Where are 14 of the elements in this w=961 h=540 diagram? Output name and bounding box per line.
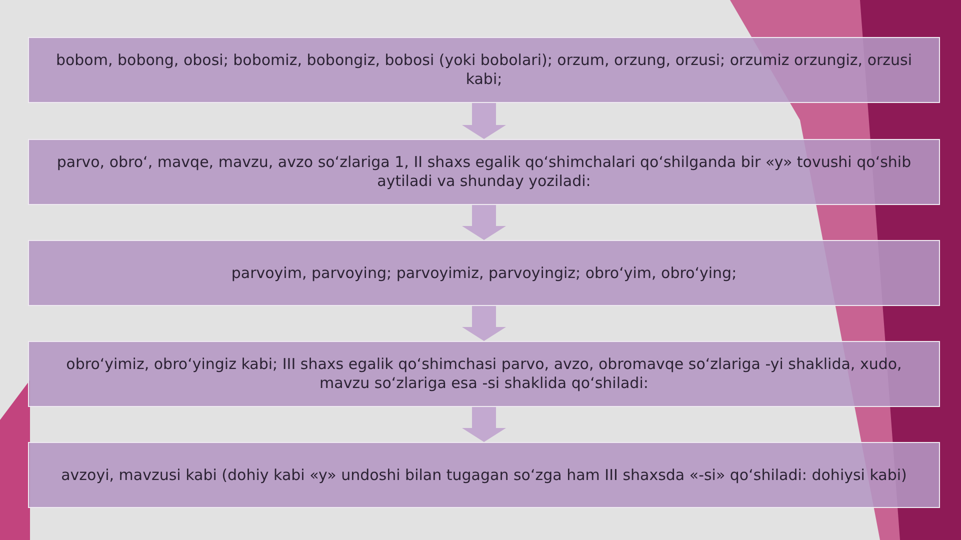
text-box (28, 341, 940, 407)
arrow (462, 205, 506, 240)
arrow (462, 103, 506, 139)
text-box (28, 442, 940, 508)
arrow (462, 407, 506, 442)
box-text: avzoyi, mavzusi kabi (dohiy kabi «y» undoshi bilan tugagan so‘zga ham III shaxsda «-si» qo‘shiladi: dohiysi kabi) (61, 466, 907, 484)
arrow (462, 306, 506, 341)
text-box (28, 240, 940, 306)
text-box (28, 37, 940, 103)
text-box (28, 139, 940, 205)
box-text: parvo, obro‘, mavqe, mavzu, avzo so‘zlariga 1, II shaxs egalik qo‘shimchalari qo‘shilganda bir «y» tovushi qo‘shib aytiladi va shunday yoziladi: (56, 153, 912, 191)
box-text: parvoyim, parvoying; parvoyimiz, parvoyingiz; obro‘yim, obro‘ying; (231, 264, 737, 282)
box-text: bobom, bobong, obosi; bobomiz, bobongiz, bobosi (yoki bobolari); orzum, orzung, orzusi; orzumiz orzungiz, orzusi kabi; (54, 51, 914, 89)
box-text: obro‘yimiz, obro‘yingiz kabi; III shaxs egalik qo‘shimchasi parvo, avzo, obromavqe so‘zlariga -yi shaklida, xudo, mavzu so‘zlariga esa -si shaklida qo‘shiladi: (65, 355, 903, 393)
